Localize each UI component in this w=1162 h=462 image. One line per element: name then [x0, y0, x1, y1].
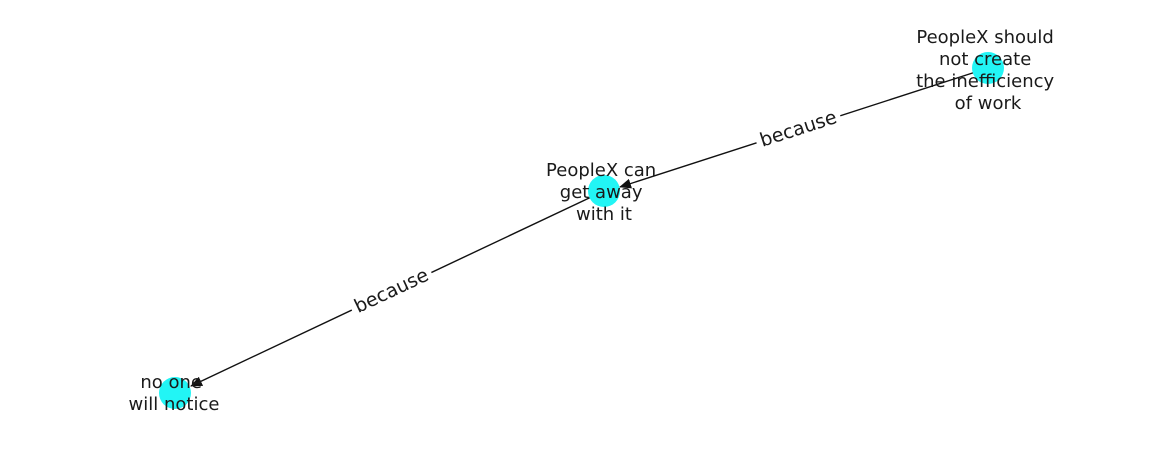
node-circle-n2	[588, 175, 620, 207]
node-circle-n1	[972, 52, 1004, 84]
node-label-n2: PeopleX can get away with it	[546, 160, 662, 225]
edge-because-2: because	[190, 190, 605, 387]
edge-label: because	[757, 106, 839, 151]
edge-label-background	[345, 259, 437, 321]
node-label-n1: PeopleX should not create the inefficien…	[916, 27, 1060, 114]
node-label-n3: no one will notice	[129, 372, 220, 415]
edge-label-background	[752, 102, 844, 154]
node-circle-n3	[159, 377, 191, 409]
